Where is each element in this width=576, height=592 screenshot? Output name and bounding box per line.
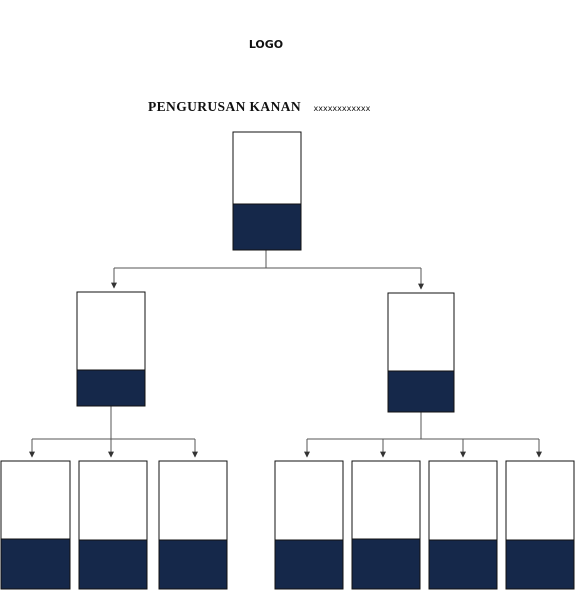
name-band [351, 538, 421, 590]
name-band [232, 203, 302, 251]
chart-title: PENGURUSAN KANAN [148, 99, 302, 114]
level3-right-box-3 [428, 460, 498, 590]
position-title-area [505, 460, 575, 541]
name-band [505, 539, 575, 590]
level3-right-box-4 [505, 460, 575, 590]
org-boxes [0, 131, 575, 590]
level3-left-box-2 [78, 460, 148, 590]
position-title-area [78, 460, 148, 541]
connector-lines [29, 250, 542, 458]
position-title-area [232, 131, 302, 205]
head-name-placeholder: xxxxxxxxxxxx [313, 104, 371, 113]
level2-box-right [387, 292, 455, 413]
position-title-area [0, 460, 71, 540]
position-title-area [351, 460, 421, 540]
name-band [78, 539, 148, 590]
name-band [0, 538, 71, 590]
chart-heading: PENGURUSAN KANAN xxxxxxxxxxxx [148, 98, 370, 116]
name-band [76, 369, 146, 407]
position-title-area [158, 460, 228, 541]
name-band [428, 539, 498, 590]
level3-right-box-2 [351, 460, 421, 590]
name-band [274, 539, 344, 590]
head-box [232, 131, 302, 251]
name-band [158, 539, 228, 590]
level3-right-box-1 [274, 460, 344, 590]
level3-left-box-1 [0, 460, 71, 590]
position-title-area [76, 291, 146, 371]
level2-box-left [76, 291, 146, 407]
name-band [387, 370, 455, 413]
position-title-area [428, 460, 498, 541]
position-title-area [387, 292, 455, 372]
logo-placeholder: LOGO [248, 38, 284, 51]
level3-left-box-3 [158, 460, 228, 590]
position-title-area [274, 460, 344, 541]
